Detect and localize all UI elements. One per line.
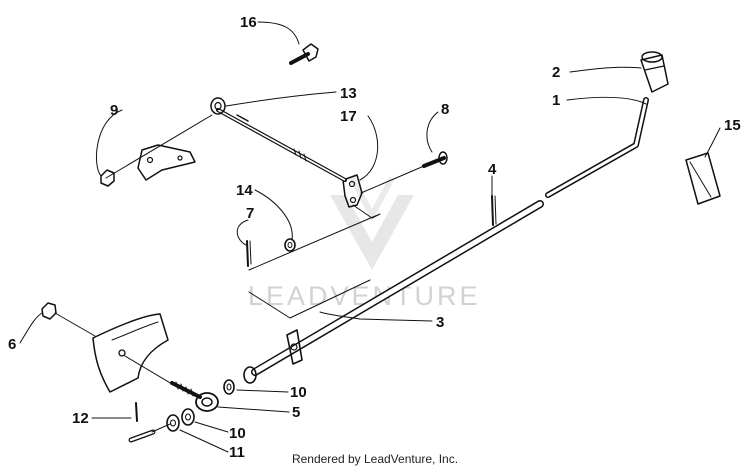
part-6-nut[interactable]	[41, 302, 57, 320]
callout-2: 2	[552, 64, 560, 81]
part-2-knob[interactable]	[640, 51, 669, 93]
part-7-cotter-pin[interactable]	[246, 240, 252, 267]
part-9-nut[interactable]	[100, 169, 115, 187]
callout-9: 9	[110, 102, 118, 119]
callout-15: 16	[240, 14, 257, 31]
callout-5: 5	[292, 404, 300, 421]
leader-lines	[19, 21, 721, 453]
part-17-shift-arm[interactable]	[342, 174, 363, 208]
callout-11: 11	[229, 444, 245, 461]
part-1-shift-rod[interactable]	[545, 97, 649, 198]
part-15-bolt[interactable]	[289, 43, 319, 65]
part-3-shaft[interactable]	[243, 200, 544, 384]
callout-14: 14	[236, 182, 253, 199]
callout-12: 12	[72, 410, 89, 427]
part-8-bolt[interactable]	[422, 151, 448, 168]
callout-16: 15	[724, 117, 741, 134]
callout-13: 13	[340, 85, 357, 102]
callout-labels: 16 2 1 15 9 13 17 8 4 14 7 3 6 10 5 12 1…	[8, 14, 741, 461]
callout-7: 7	[246, 205, 254, 222]
footer-credit: Rendered by LeadVenture, Inc.	[291, 452, 459, 466]
part-5-rod-end[interactable]	[170, 381, 219, 412]
part-4-cotter-pin[interactable]	[491, 195, 497, 226]
callout-10-upper: 10	[290, 384, 307, 401]
callout-4: 4	[488, 161, 497, 178]
part-14-washer[interactable]	[284, 238, 296, 252]
callout-3: 3	[436, 314, 444, 331]
watermark-logo	[330, 176, 414, 270]
part-12-pin[interactable]	[128, 402, 156, 443]
part-10-washer-upper[interactable]	[223, 379, 235, 395]
upper-shift-arm[interactable]	[137, 144, 196, 181]
part-16-pad[interactable]	[685, 152, 721, 205]
callout-17: 17	[340, 108, 357, 125]
part-10-washer-lower[interactable]	[181, 408, 195, 426]
part-13-linkage-rod[interactable]	[210, 97, 347, 182]
part-11-washer[interactable]	[166, 414, 180, 432]
mounting-bracket[interactable]	[92, 313, 169, 393]
assembly-center-lines	[54, 114, 425, 433]
callout-10-lower: 10	[229, 425, 246, 442]
callout-6: 6	[8, 336, 16, 353]
callout-8: 8	[441, 101, 449, 118]
callout-1: 1	[552, 92, 560, 109]
